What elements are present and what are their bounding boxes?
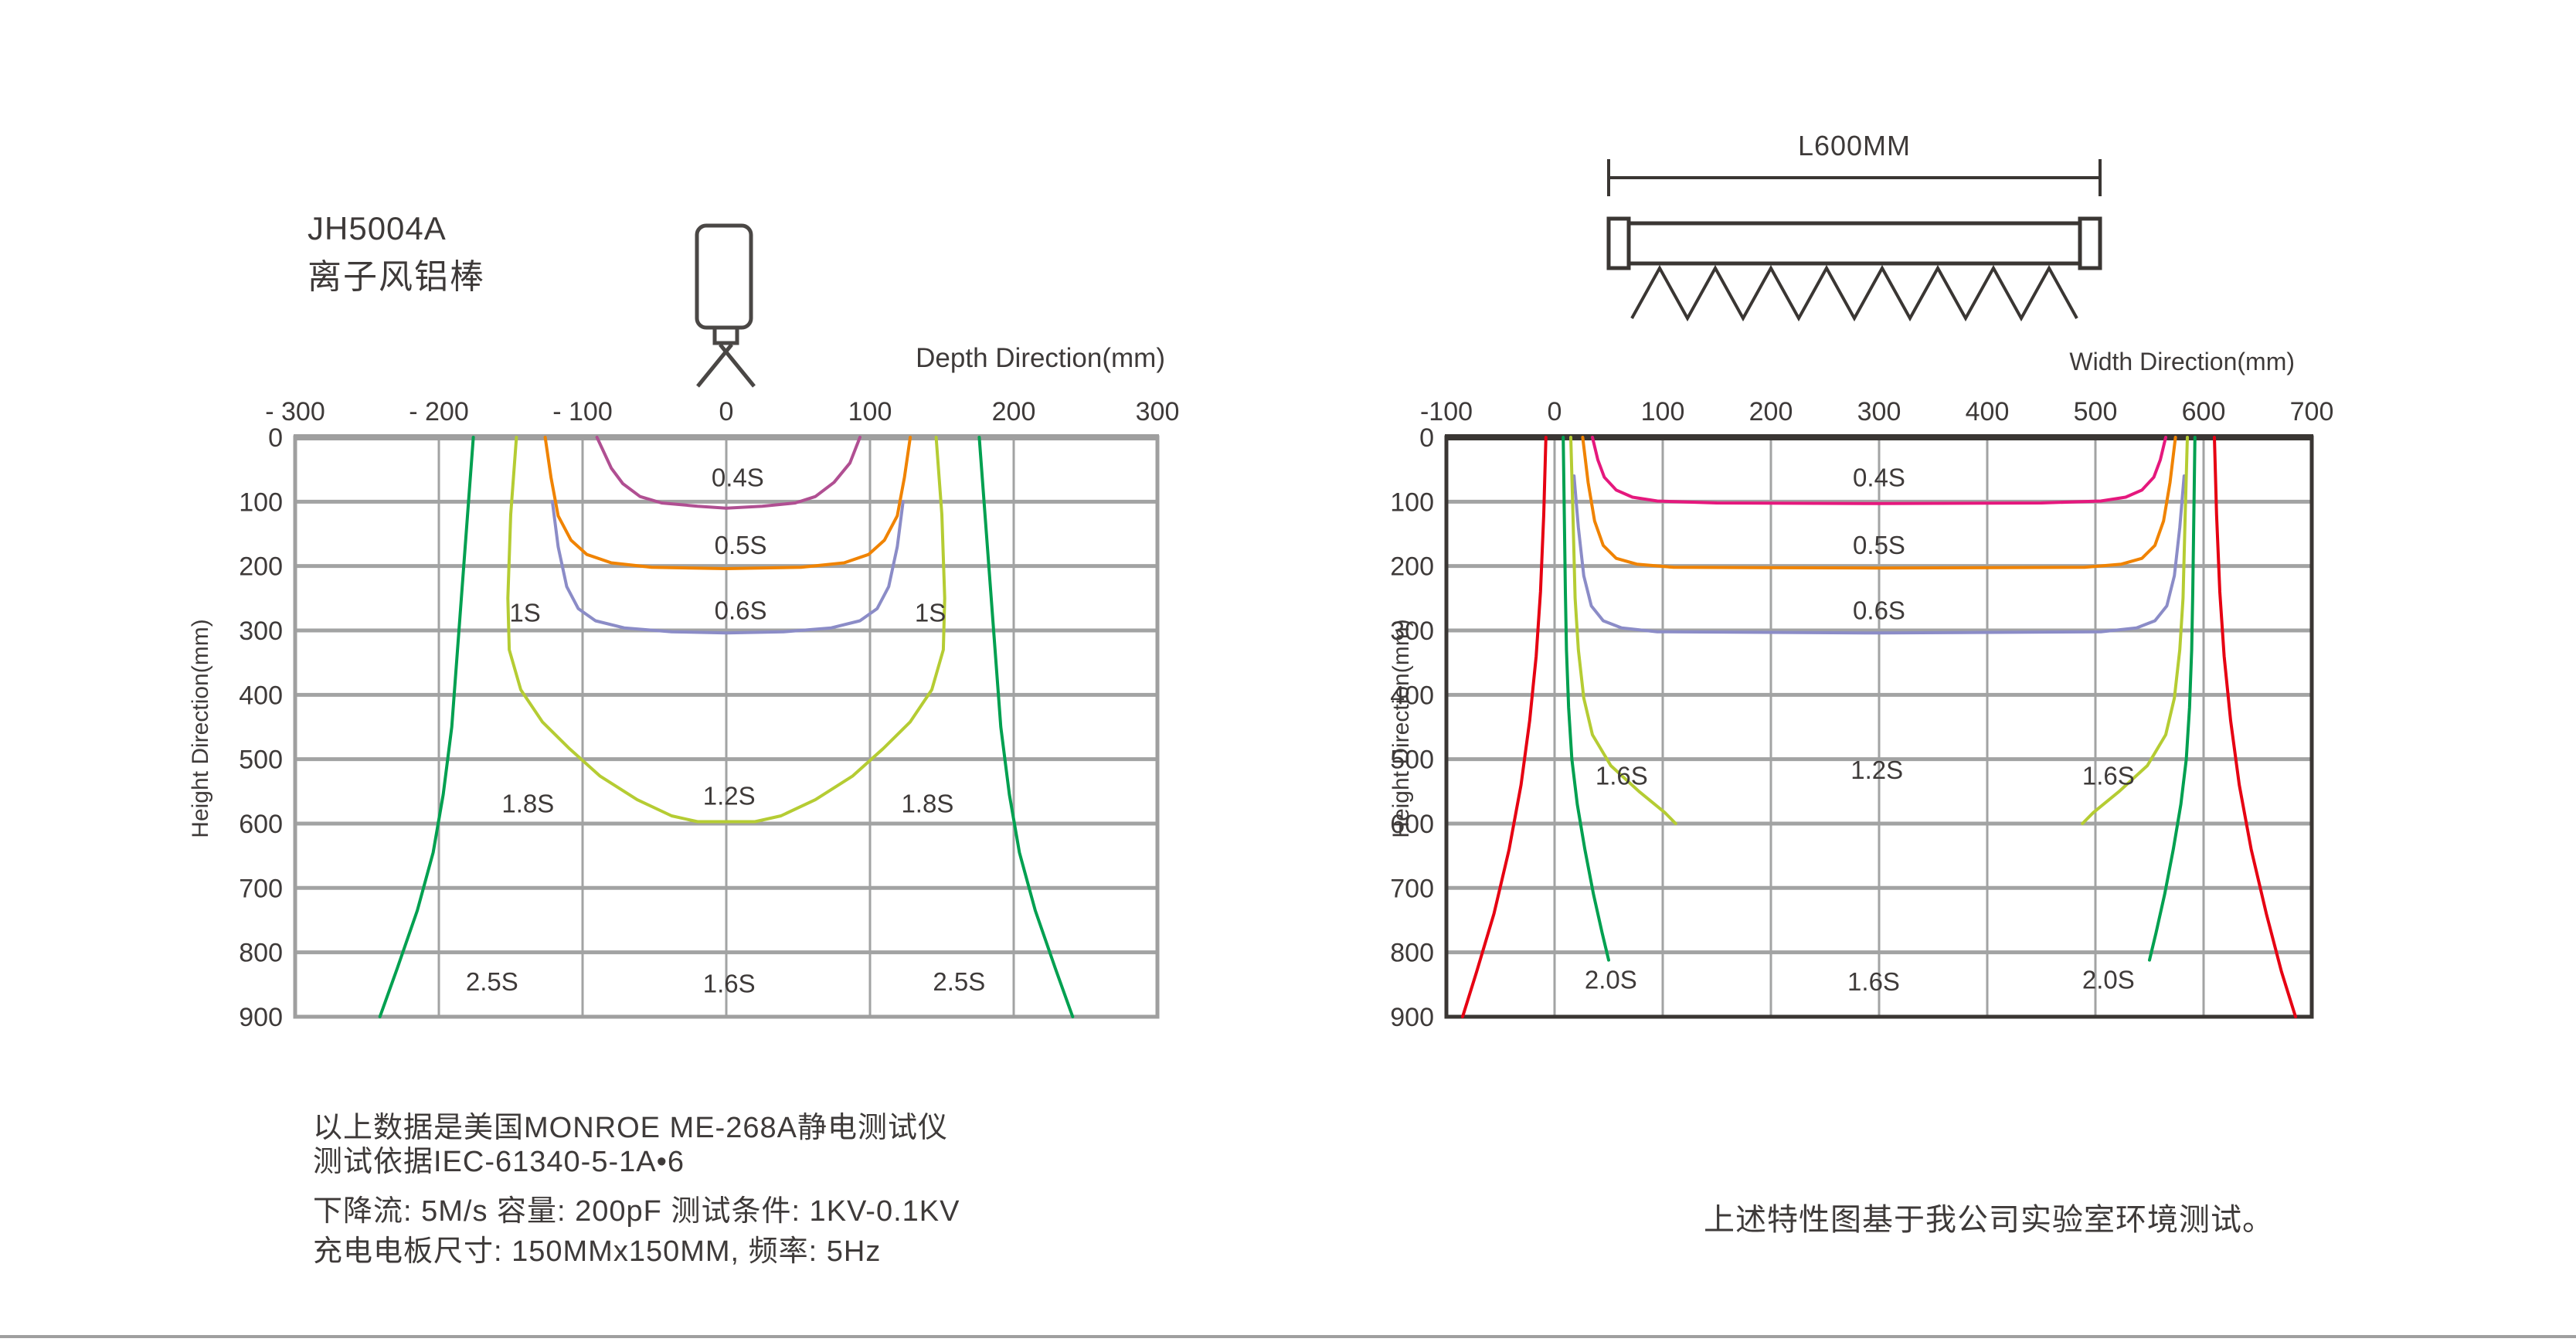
x-tick-label: 300 (1857, 397, 1901, 426)
test-standard-note: 测试依据IEC-61340-5-1A•6 (313, 1146, 685, 1178)
contour-value-label: 1S (915, 599, 946, 627)
contour-value-label: 1.6S (2082, 761, 2135, 790)
contour-line (977, 436, 1075, 1018)
contour-value-label: 2.0S (2082, 966, 2135, 994)
x-tick-label: 0 (1548, 397, 1562, 426)
contour-value-label: 0.5S (1853, 531, 1905, 559)
y-tick-label: 200 (239, 552, 283, 582)
y-tick-label: 400 (239, 681, 283, 710)
x-tick-label: 100 (1641, 397, 1685, 426)
model-number: JH5004A (308, 210, 447, 246)
lab-environment-note: 上述特性图基于我公司实验室环境测试。 (1704, 1203, 2274, 1237)
y-tick-label: 200 (1390, 552, 1434, 582)
contour-line (2148, 436, 2197, 962)
test-instrument-note: 以上数据是美国MONROE ME-268A静电测试仪 (313, 1112, 948, 1144)
contour-line (1581, 436, 2177, 570)
y-tick-label: 900 (1390, 1003, 1434, 1032)
y-tick-label: 700 (239, 874, 283, 903)
y-tick-label: 400 (1390, 681, 1434, 710)
contour-line (595, 436, 861, 510)
y-tick-label: 800 (1390, 939, 1434, 968)
ionizer-bar-icon (1606, 159, 2102, 322)
contour-line (506, 436, 946, 824)
contour-value-label: 0.6S (715, 596, 767, 624)
contour-value-label: 0.6S (1853, 596, 1905, 624)
bar-length-dimension: L600MM (1797, 130, 1912, 161)
contour-value-label: 2.5S (466, 967, 518, 996)
y-tick-label: 700 (1390, 874, 1434, 903)
bar-cap-right (2078, 216, 2102, 270)
x-tick-label: 700 (2290, 397, 2334, 426)
x-tick-label: 200 (1749, 397, 1793, 426)
contour-value-label: 2.0S (1585, 966, 1637, 994)
contour-line (1591, 436, 2167, 505)
y-tick-label: 0 (1419, 423, 1434, 453)
contour-value-label: 1.6S (703, 970, 756, 998)
y-tick-label: 300 (1390, 617, 1434, 646)
x-tick-label: 300 (1136, 397, 1180, 426)
y-tick-label: 0 (268, 423, 283, 453)
y-tick-label: 100 (1390, 488, 1434, 517)
contour-value-label: 2.5S (933, 967, 985, 996)
emitter-spray-zigzag (1630, 264, 2078, 322)
ionizer-body (695, 223, 753, 330)
test-condition-note: 下降流: 5M/s 容量: 200pF 测试条件: 1KV-0.1KV (313, 1195, 960, 1228)
contour-value-label: 1.6S (1847, 967, 1900, 996)
depth-axis-title: Depth Direction(mm) (916, 343, 1165, 373)
height-axis-title-left: Height Direction(mm) (188, 619, 213, 838)
depth-direction-chart: - 300 - 200 - 100 0 100 200 300 0 100 200 300 400 50… (239, 397, 1179, 1032)
contour-line (1572, 474, 2186, 635)
y-tick-label: 500 (1390, 746, 1434, 775)
contour-value-label: 0.4S (1853, 464, 1905, 492)
ionizer-front-icon (695, 223, 756, 388)
y-tick-label: 900 (239, 1003, 283, 1032)
x-tick-label: - 300 (265, 397, 325, 426)
product-name: 离子风铝棒 (308, 258, 485, 296)
width-axis-title: Width Direction(mm) (2069, 348, 2295, 375)
y-tick-label: 600 (239, 810, 283, 839)
y-tick-label: 500 (239, 746, 283, 775)
y-tick-label: 300 (239, 617, 283, 646)
x-tick-label: 600 (2182, 397, 2226, 426)
contour-line (2213, 436, 2297, 1018)
contour-value-label: 1.8S (901, 789, 953, 817)
contour-value-label: 1.8S (501, 789, 554, 817)
test-plate-note: 充电电板尺寸: 150MMx150MM, 频率: 5Hz (313, 1235, 882, 1268)
y-tick-label: 600 (1390, 810, 1434, 839)
x-tick-label: - 200 (409, 397, 469, 426)
ionizer-nozzle (712, 325, 739, 345)
bar-body (1626, 221, 2082, 266)
x-tick-label: 200 (992, 397, 1036, 426)
y-tick-label: 100 (239, 488, 283, 517)
x-tick-label: - 100 (552, 397, 613, 426)
x-tick-label: 100 (848, 397, 892, 426)
contour-value-label: 1.2S (703, 781, 756, 810)
spray-line-right (719, 343, 756, 388)
bottom-divider (0, 1335, 2576, 1338)
x-tick-label: 0 (719, 397, 734, 426)
contour-line (543, 436, 912, 570)
bar-cap-left (1606, 216, 1631, 270)
contour-line (550, 500, 905, 635)
contour-line (2081, 436, 2189, 825)
x-tick-label: 400 (1966, 397, 2010, 426)
contour-value-label: 0.4S (712, 464, 764, 492)
contour-line (1562, 436, 1610, 962)
contour-value-label: 1S (509, 599, 540, 627)
height-axis-title-right: Height Direction(mm) (1388, 619, 1414, 838)
contour-line (1461, 436, 1548, 1018)
contour-value-label: 1.2S (1850, 756, 1903, 784)
contour-line (1569, 436, 1677, 825)
contour-value-label: 1.6S (1596, 761, 1648, 790)
x-tick-label: -100 (1420, 397, 1473, 426)
contour-line (378, 436, 475, 1018)
x-tick-label: 500 (2074, 397, 2118, 426)
contour-value-label: 0.5S (715, 531, 767, 559)
y-tick-label: 800 (239, 939, 283, 968)
